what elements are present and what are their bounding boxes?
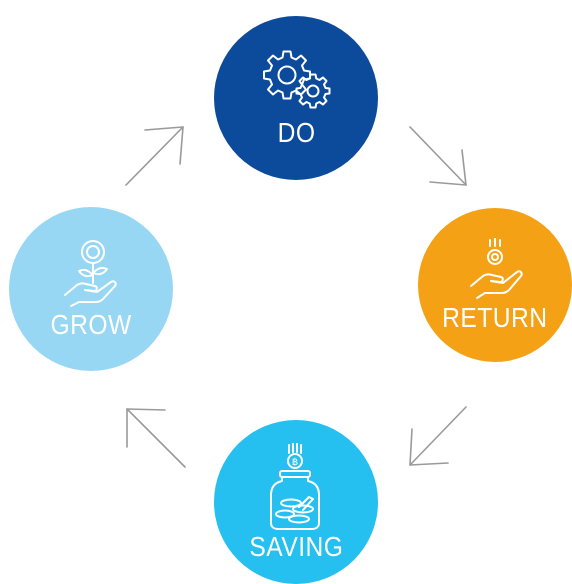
node-grow: GROW (9, 207, 173, 371)
hand-receiving-coin-icon (470, 238, 523, 299)
svg-text:฿: ฿ (292, 457, 298, 468)
arrow-return-to-saving (409, 406, 467, 466)
arrow-saving-to-grow (126, 408, 186, 468)
node-saving: ฿ SAVING (214, 420, 378, 584)
node-label-grow: GROW (50, 309, 132, 340)
jar-of-coins-icon: ฿ (270, 443, 320, 530)
node-label-do: DO (277, 117, 315, 148)
node-return: RETURN (418, 208, 572, 362)
node-do: DO (214, 16, 378, 180)
gears-icon (263, 50, 331, 109)
hand-holding-flower-icon (64, 240, 117, 307)
node-label-return: RETURN (442, 302, 548, 333)
arrow-do-to-return (409, 126, 467, 186)
node-label-saving: SAVING (249, 531, 343, 562)
arrow-grow-to-do (125, 126, 184, 186)
